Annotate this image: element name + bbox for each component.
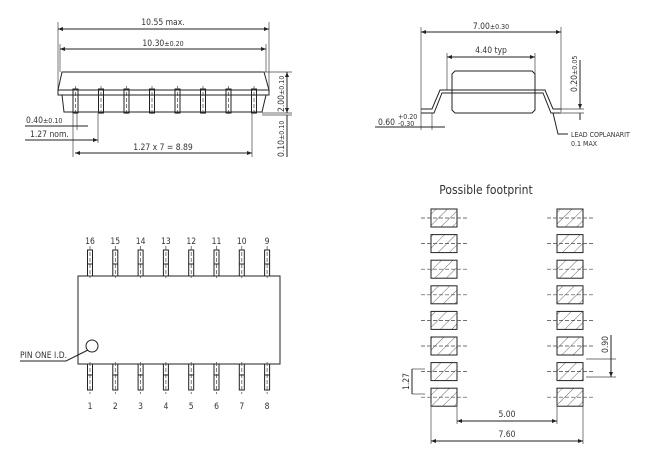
footprint: Possible footprint 1.27 0.90 5.00 7.60 [402,183,616,444]
pin-one-indicator [85,339,99,353]
lead-thickness-label: 0.20±0.05 [570,56,580,92]
max-length-label: 10.55 max. [141,18,184,28]
body-length-label: 10.30±0.20 [142,39,183,49]
pin-number-label: 10 [237,237,247,247]
pitch-label: 1.27 nom. [30,130,69,140]
pin-number-label: 13 [161,237,171,247]
foot-tol-minus: -0.30 [398,120,414,128]
pin-number-label: 14 [136,237,146,247]
footprint-title: Possible footprint [439,183,532,197]
inner-span-label: 5.00 [498,410,515,420]
overall-width-label: 7.00±0.30 [473,22,509,32]
pad-width-label: 0.90 [601,336,611,353]
pin-number-label: 9 [265,237,270,247]
pin-number-label: 4 [163,402,168,412]
pin-number-label: 6 [214,402,219,412]
pin-number-label: 11 [212,237,222,247]
end-view: 7.00±0.30 4.40 typ 0.20±0.05 0.60 +0.20 … [375,22,630,148]
pin-number-label: 12 [186,237,196,247]
body-width-label: 4.40 typ [475,46,507,56]
end-body [451,70,536,114]
pin-number-label: 2 [113,402,118,412]
coplanarity-label: LEAD COPLANARIT [571,131,630,139]
outer-span-label: 7.60 [498,430,515,440]
side-leads [72,86,257,116]
standoff-label: 0.10±0.10 [277,121,287,157]
pin-number-label: 3 [138,402,143,412]
end-lead [421,89,561,114]
package-body [57,71,270,113]
foot-length-label: 0.60 [378,118,395,128]
foot-tol-plus: +0.20 [398,113,417,121]
side-view: 10.55 max. 10.30±0.20 2.00±0.10 0.10±0.1… [25,18,292,157]
ic-body [77,275,281,365]
pin-number-label: 7 [239,402,244,412]
pin-one-label: PIN ONE I.D. [20,351,67,361]
lead-width-label: 0.40±0.10 [26,116,62,126]
pin-number-label: 16 [85,237,95,247]
pin-number-label: 5 [189,402,194,412]
footprint-pitch-label: 1.27 [402,373,412,390]
height-label: 2.00±0.10 [277,76,287,112]
pin-number-label: 15 [110,237,120,247]
pin-number-label: 1 [88,402,93,412]
footprint-pads [421,208,593,407]
coplanarity-value: 0.1 MAX [571,140,598,148]
span-label: 1.27 x 7 = 8.89 [133,143,193,153]
pin-number-label: 8 [265,402,270,412]
